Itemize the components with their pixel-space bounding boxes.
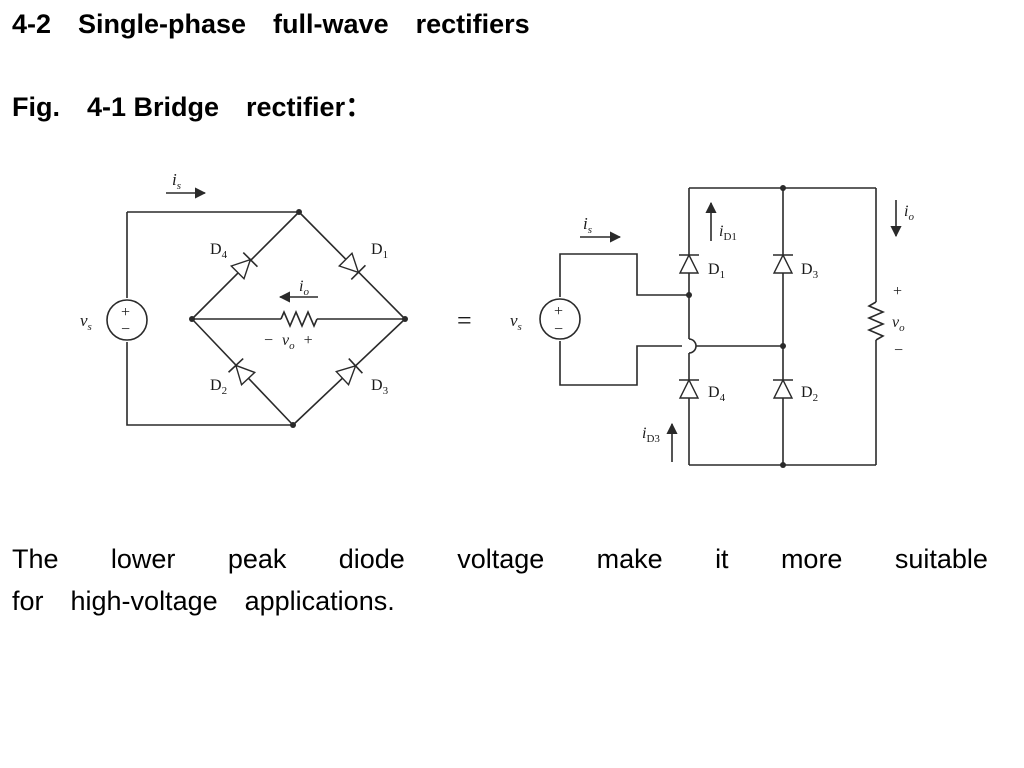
figure-caption: Fig. 4-1 Bridge rectifier： — [12, 92, 373, 122]
body-word: diode — [338, 544, 405, 574]
left-is-label: is — [172, 170, 181, 192]
left-d3-label: D3 — [371, 377, 389, 397]
rj-right-mid — [780, 343, 786, 349]
body-word: The — [12, 544, 59, 574]
junction-top — [296, 209, 302, 215]
diode-d1-right — [678, 253, 700, 274]
source-loop-top — [559, 253, 689, 297]
body-word: make — [596, 544, 663, 574]
diode-d4-right — [678, 378, 700, 399]
body-paragraph: The lower peak diode voltage make it more suitab… — [12, 538, 988, 622]
source-loop-bottom — [559, 341, 682, 386]
diode-d3-right — [772, 253, 794, 274]
rj-bottom-mid — [780, 462, 786, 468]
diode-d3-left — [334, 358, 363, 387]
body-line-2: for high-voltage applications. — [12, 586, 395, 616]
left-bottom-wire — [126, 342, 293, 426]
output-minus: − — [894, 342, 903, 359]
body-word: it — [715, 544, 729, 574]
body-line-1: The lower peak diode voltage make it more suitab… — [12, 538, 988, 580]
left-io-label: io — [299, 278, 309, 298]
right-d3-label: D3 — [801, 261, 819, 281]
left-source-minus: − — [121, 321, 130, 338]
junction-bottom — [290, 422, 296, 428]
body-word: voltage — [457, 544, 545, 574]
right-load-resistor — [866, 301, 886, 341]
body-word: more — [780, 544, 843, 574]
left-d4-label: D4 — [210, 241, 228, 261]
diode-d2-left — [228, 358, 257, 387]
body-word: peak — [227, 544, 287, 574]
left-d2-label: D2 — [210, 377, 227, 397]
equals-sign: = — [457, 306, 472, 335]
slide-title: 4-2 Single-phase full-wave rectifiers — [12, 9, 530, 39]
rj-top-mid — [780, 185, 786, 191]
output-plus: + — [893, 283, 902, 300]
right-source — [539, 298, 581, 340]
right-vs-label: vs — [510, 311, 522, 333]
right-d1-label: D1 — [708, 261, 725, 281]
right-d4-label: D4 — [708, 384, 726, 404]
left-vo-label: −vo+ — [264, 332, 313, 352]
diode-d2-right — [772, 378, 794, 399]
body-word: suitable — [894, 544, 988, 574]
body-word: lower — [110, 544, 176, 574]
diode-d4-left — [229, 251, 259, 281]
left-source — [106, 299, 148, 341]
left-bridge-circuit: is vs + − D4 D1 D2 D3 io −vo+ — [80, 170, 408, 428]
left-d1-label: D1 — [371, 241, 388, 261]
right-source-minus: − — [554, 321, 563, 338]
right-source-plus: + — [554, 303, 563, 320]
right-ladder-circuit: is vs + − D1 D3 D4 D2 iD1 iD3 io + vo − — [510, 185, 914, 468]
io-label: io — [904, 203, 914, 223]
output-vo-label: vo — [892, 314, 905, 334]
diode-d1-left — [337, 251, 367, 281]
right-is-label: is — [583, 214, 592, 236]
right-d2-label: D2 — [801, 384, 818, 404]
rj-left-mid — [686, 292, 692, 298]
id1-label: iD1 — [719, 223, 737, 243]
id3-label: iD3 — [642, 425, 660, 445]
left-vs-label: vs — [80, 311, 92, 333]
left-column-crossover — [688, 338, 697, 354]
load-resistor — [280, 309, 318, 329]
left-source-plus: + — [121, 304, 130, 321]
